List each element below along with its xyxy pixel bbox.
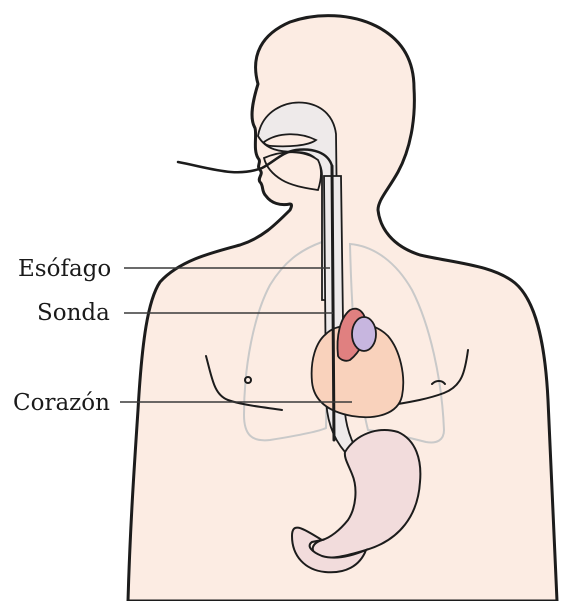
label-tube: Sonda [37,300,110,326]
label-heart: Corazón [13,390,110,416]
tube-internal [332,166,334,440]
labels: Esófago Sonda Corazón [13,256,111,416]
label-esophagus: Esófago [18,256,111,282]
atrium [352,317,376,351]
